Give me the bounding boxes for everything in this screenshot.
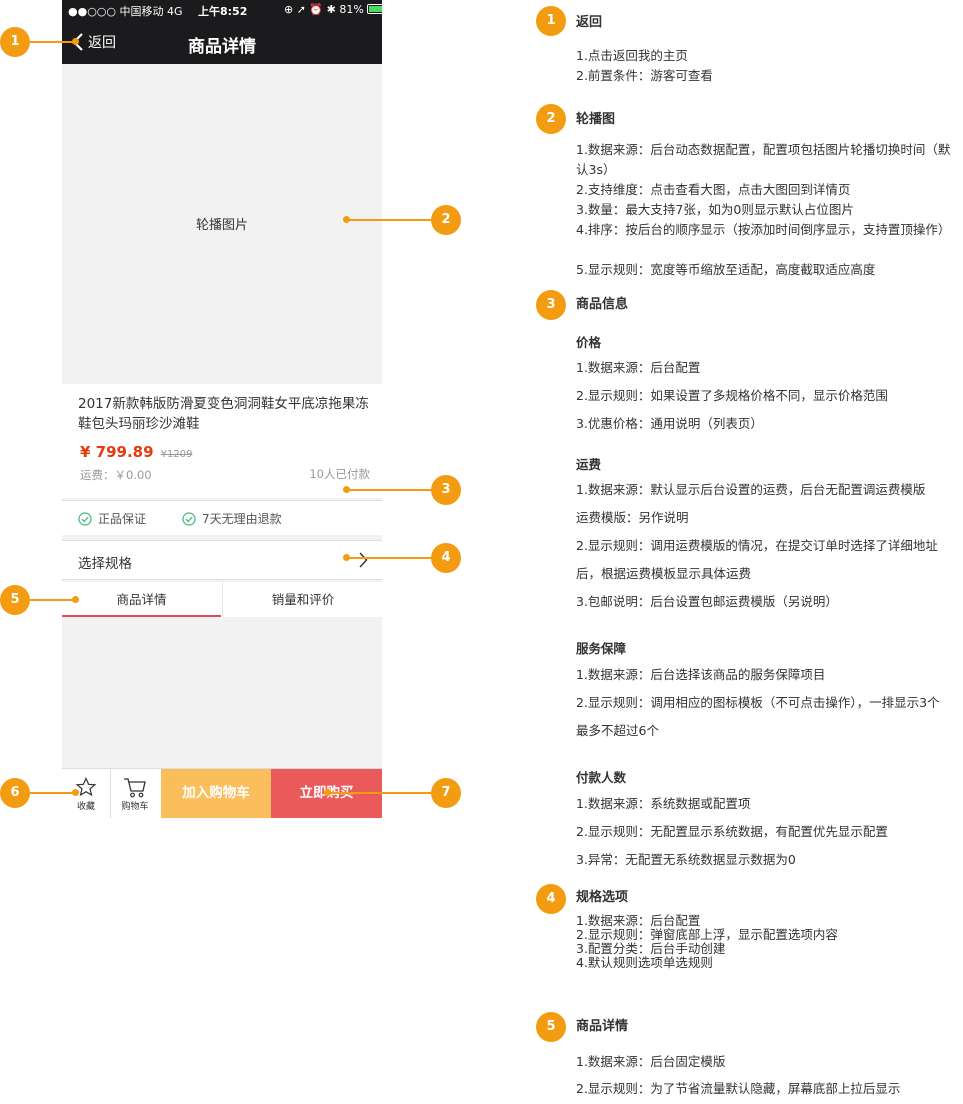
annotation-line: 1.数据来源：后台配置 [576,360,701,375]
service-guarantees: 正品保证 7天无理由退款 [62,500,382,535]
price-row: ¥ 799.89 ¥1209 [80,442,192,461]
callout-1-line [30,41,76,43]
annotation-line: 2.显示规则：调用运费模版的情况，在提交订单时选择了详细地址 [576,538,938,553]
annotation-line: 1.数据来源：后台动态数据配置，配置项包括图片轮播切换时间（默认3s） [576,142,951,177]
cart-label: 购物车 [121,802,149,812]
annotation-line: 1.数据来源：默认显示后台设置的运费，后台无配置调运费模版 [576,482,926,497]
annotation-badge-3: 3 [536,290,566,320]
annotation-badge-5: 5 [536,1012,566,1042]
annotation-line: 运费模版：另作说明 [576,510,689,525]
callout-5: 5 [0,585,30,615]
callout-5-dot [72,596,79,603]
annotation-line: 2.显示规则：调用相应的图标模板（不可点击操作），一排显示3个 [576,695,940,710]
callout-4: 4 [431,543,461,573]
callout-1: 1 [0,27,30,57]
annotation-subtitle-service: 服务保障 [576,641,627,656]
paid-count: 10人已付款 [309,467,370,481]
product-info: 2017新款韩版防滑夏变色洞洞鞋女平底凉拖果冻鞋包头玛丽珍沙滩鞋 ¥ 799.8… [62,384,382,498]
annotation-line: 2.显示规则：如果设置了多规格价格不同，显示价格范围 [576,388,888,403]
product-title: 2017新款韩版防滑夏变色洞洞鞋女平底凉拖果冻鞋包头玛丽珍沙滩鞋 [78,396,369,432]
annotation-line: 3.数量：最大支持7张，如为0则显示默认占位图片 [576,202,854,217]
phone-mockup: ●●○○○ 中国移动 4G 上午8:52 ⊕ ➚ ⏰ ✱ 81% ϟ 返回 商品… [62,0,382,818]
check-circle-icon [78,511,92,526]
annotation-title-product-info: 商品信息 [576,297,629,312]
annotation-line: 5.显示规则：宽度等币缩放至适配，高度截取适应高度 [576,262,876,277]
callout-3-line [346,489,432,491]
callout-6-dot [72,789,79,796]
callout-2-line [346,219,432,221]
callout-7-line [327,792,432,794]
battery-icon [367,4,382,14]
spec-selector[interactable]: 选择规格 [62,540,382,580]
service-label: 7天无理由退款 [202,512,282,526]
star-icon [76,777,96,797]
callout-2: 2 [431,205,461,235]
check-circle-icon [182,511,196,526]
image-carousel[interactable]: 轮播图片 [62,64,382,384]
status-right: ⊕ ➚ ⏰ ✱ 81% ϟ [284,3,382,16]
shipping-fee: 运费：￥0.00 [80,468,152,482]
tab-sales-reviews[interactable]: 销量和评价 [222,582,382,617]
callout-4-line [346,557,432,559]
service-label: 正品保证 [98,512,147,526]
annotation-title-back: 返回 [576,15,603,30]
annotation-title-detail: 商品详情 [576,1019,629,1034]
callout-3: 3 [431,475,461,505]
status-indicators: ⊕ ➚ ⏰ ✱ 81% [284,3,364,16]
annotation-line: 后，根据运费模板显示具体运费 [576,566,752,581]
annotation-line: 3.异常：无配置无系统数据显示数据为0 [576,852,796,867]
status-time: 上午8:52 [198,5,248,18]
add-to-cart-button[interactable]: 加入购物车 [161,769,271,818]
annotation-subtitle-price: 价格 [576,335,602,350]
callout-5-line [30,599,76,601]
product-price: ¥ 799.89 [80,443,154,461]
annotation-line: 1.数据来源：系统数据或配置项 [576,796,751,811]
annotation-title-spec: 规格选项 [576,890,629,905]
annotation-line: 2.显示规则：弹窗底部上浮，显示配置选项内容 [576,927,838,942]
annotation-line: 2.显示规则：为了节省流量默认隐藏，屏幕底部上拉后显示 [576,1081,901,1096]
service-item: 7天无理由退款 [182,510,282,527]
annotation-line: 2.前置条件：游客可查看 [576,68,713,83]
tab-product-detail[interactable]: 商品详情 [62,582,221,617]
status-bar: ●●○○○ 中国移动 4G 上午8:52 ⊕ ➚ ⏰ ✱ 81% ϟ [62,0,382,20]
callout-1-dot [72,38,79,45]
callout-7: 7 [431,778,461,808]
nav-bar: 返回 商品详情 [62,20,382,64]
service-item: 正品保证 [78,510,146,527]
callout-6-line [30,792,76,794]
annotation-line: 2.支持维度：点击查看大图，点击大图回到详情页 [576,182,851,197]
annotation-title-carousel: 轮播图 [576,112,616,127]
annotation-panel: 1 返回 1.点击返回我的主页 2.前置条件：游客可查看 2 轮播图 1.数据来… [536,0,963,1104]
page-title: 商品详情 [188,37,256,57]
annotation-line: 最多不超过6个 [576,723,659,738]
carousel-placeholder: 轮播图片 [195,218,248,233]
annotation-line: 3.包邮说明：后台设置包邮运费模版（另说明） [576,594,838,609]
spec-label: 选择规格 [78,556,132,572]
annotation-line: 2.显示规则：无配置显示系统数据，有配置优先显示配置 [576,824,888,839]
annotation-line: 1.点击返回我的主页 [576,48,688,63]
annotation-badge-2: 2 [536,104,566,134]
cart-icon [124,778,146,798]
back-label: 返回 [88,35,116,51]
original-price: ¥1209 [160,449,193,460]
annotation-line: 1.数据来源：后台选择该商品的服务保障项目 [576,667,826,682]
annotation-line: 4.默认规则选项单选规则 [576,955,713,970]
annotation-line: 3.优惠价格：通用说明（列表页） [576,416,763,431]
detail-tabs: 商品详情 销量和评价 [62,582,382,617]
favorite-label: 收藏 [76,802,95,812]
annotation-badge-4: 4 [536,884,566,914]
annotation-line: 4.排序：按后台的顺序显示（按添加时间倒序显示，支持置顶操作） [576,222,951,237]
carrier-signal: ●●○○○ 中国移动 4G [68,5,183,18]
annotation-line: 1.数据来源：后台配置 [576,913,701,928]
favorite-button[interactable]: 收藏 [62,769,111,818]
annotation-subtitle-paid: 付款人数 [576,770,627,785]
cart-button[interactable]: 购物车 [111,769,159,818]
callout-6: 6 [0,778,30,808]
annotation-subtitle-freight: 运费 [576,457,602,472]
chevron-right-icon [359,552,368,568]
annotation-line: 1.数据来源：后台固定模版 [576,1054,726,1069]
annotation-line: 3.配置分类：后台手动创建 [576,941,726,956]
annotation-badge-1: 1 [536,6,566,36]
